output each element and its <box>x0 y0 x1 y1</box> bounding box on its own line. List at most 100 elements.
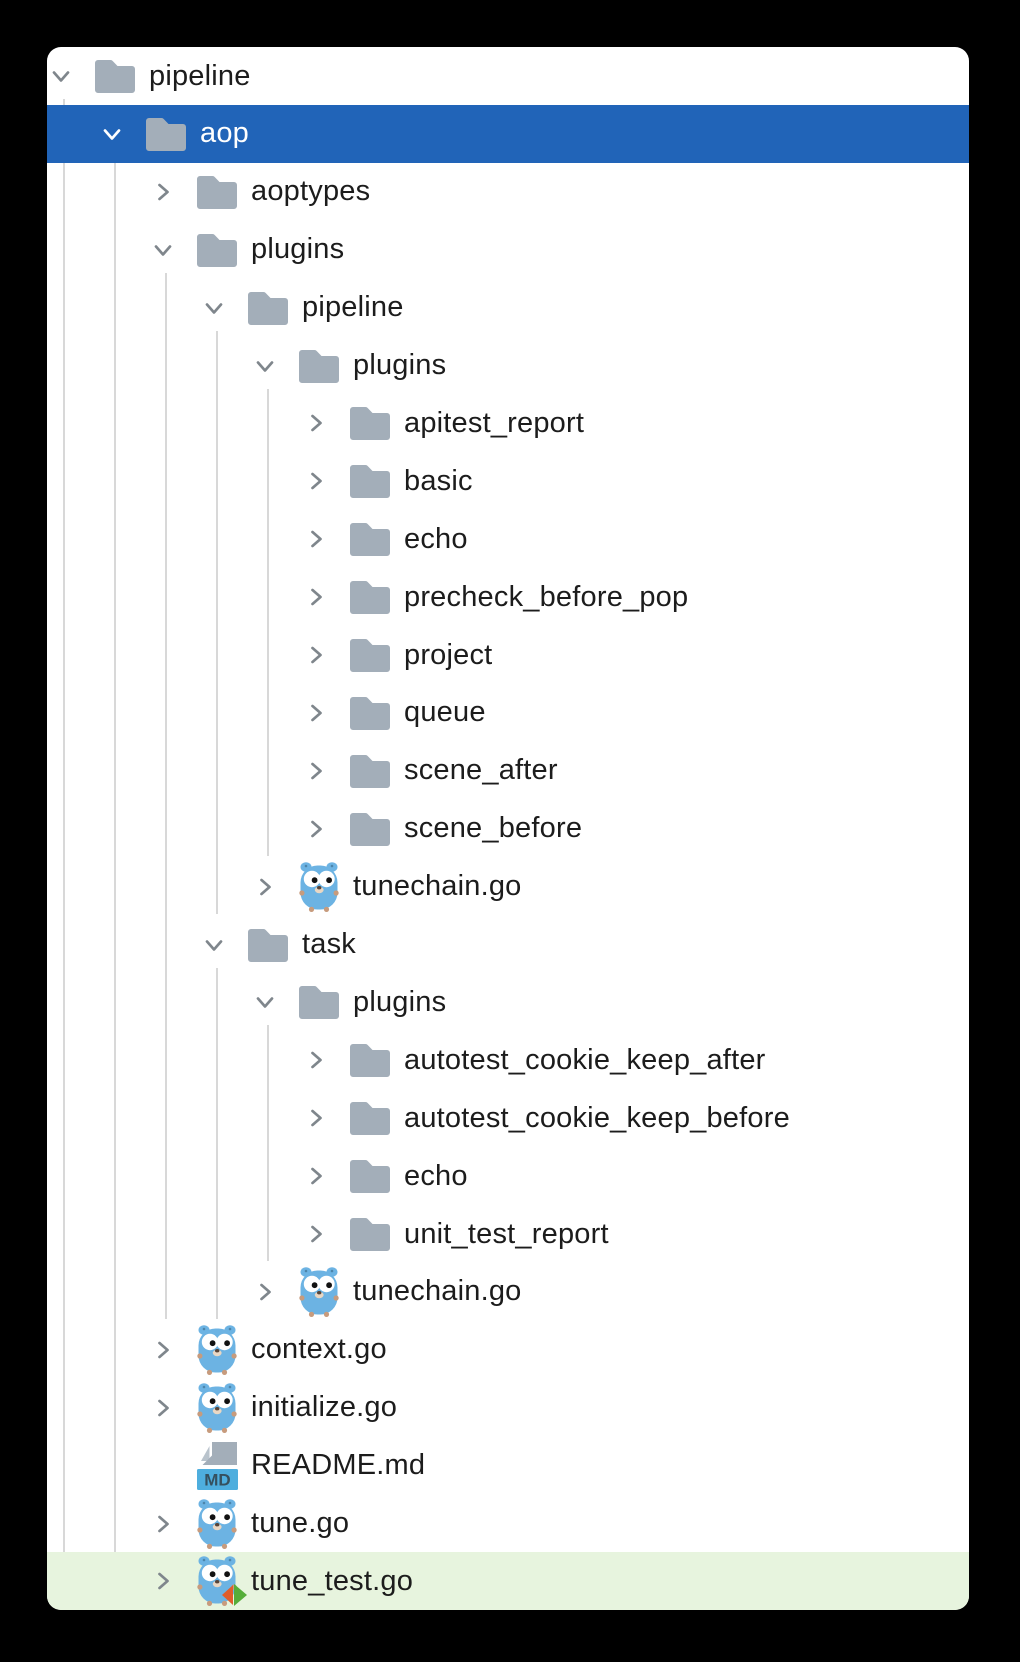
chevron-down-icon[interactable] <box>98 121 126 147</box>
indent-guide <box>267 1025 269 1261</box>
tree-row[interactable]: tunechain.go <box>47 1263 969 1321</box>
folder-icon <box>348 396 392 450</box>
folder-icon <box>246 918 290 972</box>
folder-icon <box>348 1207 392 1261</box>
tree-item-label: context.go <box>251 1333 387 1366</box>
tree-row[interactable]: autotest_cookie_keep_after <box>47 1031 969 1089</box>
chevron-right-icon[interactable] <box>251 1279 279 1305</box>
chevron-down-icon[interactable] <box>200 295 228 321</box>
tree-item-label: unit_test_report <box>404 1217 609 1250</box>
chevron-right-icon[interactable] <box>302 1105 330 1131</box>
tree-item-label: tune.go <box>251 1507 350 1539</box>
tree-row[interactable]: aop <box>47 104 969 163</box>
tree-item-label: aoptypes <box>251 175 371 208</box>
run-test-badge-icon <box>220 1583 248 1607</box>
chevron-right-icon[interactable] <box>149 1511 177 1537</box>
folder-icon <box>93 49 137 103</box>
chevron-right-icon[interactable] <box>149 1337 177 1363</box>
tree-item-label: task <box>302 928 356 960</box>
folder-icon <box>348 1033 392 1087</box>
tree-row[interactable]: initialize.go <box>47 1379 969 1437</box>
tree-row[interactable]: plugins <box>47 973 969 1031</box>
chevron-right-icon[interactable] <box>302 526 330 552</box>
chevron-right-icon[interactable] <box>302 642 330 668</box>
tree-row[interactable]: precheck_before_pop <box>47 568 969 626</box>
chevron-right-icon[interactable] <box>302 410 330 436</box>
tree-item-label: queue <box>404 696 486 729</box>
tree-row[interactable]: aoptypes <box>47 163 969 221</box>
tree-row[interactable]: basic <box>47 452 969 510</box>
tree-item-label: project <box>404 638 493 671</box>
tree-item-label: autotest_cookie_keep_before <box>404 1101 790 1134</box>
tree-row[interactable]: MD README.md <box>47 1437 969 1495</box>
tree-row[interactable]: echo <box>47 1147 969 1205</box>
tree-item-label: pipeline <box>302 291 404 324</box>
indent-guide <box>165 272 167 1319</box>
tree-row[interactable]: tune.go <box>47 1495 969 1553</box>
chevron-right-icon[interactable] <box>302 758 330 784</box>
tree-item-label: precheck_before_pop <box>404 580 689 613</box>
chevron-right-icon[interactable] <box>302 584 330 610</box>
tree-item-label: plugins <box>353 985 447 1018</box>
tree-row[interactable]: autotest_cookie_keep_before <box>47 1089 969 1147</box>
tree-row[interactable]: project <box>47 626 969 684</box>
chevron-right-icon[interactable] <box>149 179 177 205</box>
go-gopher-icon <box>195 1323 239 1377</box>
go-gopher-icon <box>195 1497 239 1551</box>
tree-row[interactable]: pipeline <box>47 279 969 337</box>
tree-item-label: plugins <box>251 233 345 266</box>
indent-guide <box>216 967 218 1319</box>
chevron-down-icon[interactable] <box>251 989 279 1015</box>
tree-row[interactable]: pipeline <box>47 47 969 105</box>
folder-icon <box>348 512 392 566</box>
tree-item-label: scene_after <box>404 754 558 787</box>
tree-row[interactable]: context.go <box>47 1321 969 1379</box>
chevron-right-icon[interactable] <box>302 1047 330 1073</box>
chevron-right-icon[interactable] <box>251 874 279 900</box>
chevron-right-icon[interactable] <box>149 1395 177 1421</box>
tree-row[interactable]: task <box>47 916 969 974</box>
tree-row[interactable]: plugins <box>47 221 969 279</box>
chevron-right-icon[interactable] <box>302 1163 330 1189</box>
svg-text:MD: MD <box>204 1470 230 1489</box>
tree-row[interactable]: tunechain.go <box>47 858 969 916</box>
tree-item-label: tunechain.go <box>353 1275 522 1308</box>
folder-icon <box>348 1149 392 1203</box>
tree-row[interactable]: queue <box>47 684 969 742</box>
markdown-icon: MD <box>195 1439 239 1493</box>
indent-guide <box>63 99 65 1610</box>
folder-icon <box>144 107 188 161</box>
tree-item-label: tunechain.go <box>353 870 522 903</box>
chevron-right-icon[interactable] <box>302 816 330 842</box>
chevron-right-icon[interactable] <box>302 700 330 726</box>
tree-item-label: plugins <box>353 349 447 381</box>
tree-row[interactable]: echo <box>47 510 969 568</box>
go-gopher-icon <box>297 860 341 914</box>
chevron-down-icon[interactable] <box>47 63 75 89</box>
folder-icon <box>195 223 239 277</box>
tree-row[interactable]: scene_after <box>47 742 969 800</box>
folder-icon <box>195 165 239 219</box>
tree-row[interactable]: plugins <box>47 337 969 395</box>
tree-row[interactable]: apitest_report <box>47 394 969 452</box>
tree-item-label: apitest_report <box>404 406 585 439</box>
file-tree[interactable]: pipeline aop aoptypes plugins pipeline plugin… <box>47 47 969 1610</box>
folder-icon <box>246 281 290 335</box>
tree-item-label: initialize.go <box>251 1391 398 1424</box>
tree-row[interactable]: tune_test.go <box>47 1552 969 1610</box>
chevron-down-icon[interactable] <box>251 353 279 379</box>
tree-item-label: echo <box>404 1159 468 1192</box>
tree-row[interactable]: unit_test_report <box>47 1205 969 1263</box>
tree-row[interactable]: scene_before <box>47 800 969 858</box>
chevron-right-icon[interactable] <box>149 1568 177 1594</box>
folder-icon <box>348 628 392 682</box>
tree-item-label: pipeline <box>149 59 251 92</box>
project-tree-panel: pipeline aop aoptypes plugins pipeline plugin… <box>47 47 969 1610</box>
chevron-down-icon[interactable] <box>200 932 228 958</box>
chevron-right-icon[interactable] <box>302 468 330 494</box>
tree-item-label: tune_test.go <box>251 1564 414 1597</box>
chevron-down-icon[interactable] <box>149 237 177 263</box>
go-test-gopher-icon <box>195 1554 247 1608</box>
chevron-right-icon[interactable] <box>302 1221 330 1247</box>
